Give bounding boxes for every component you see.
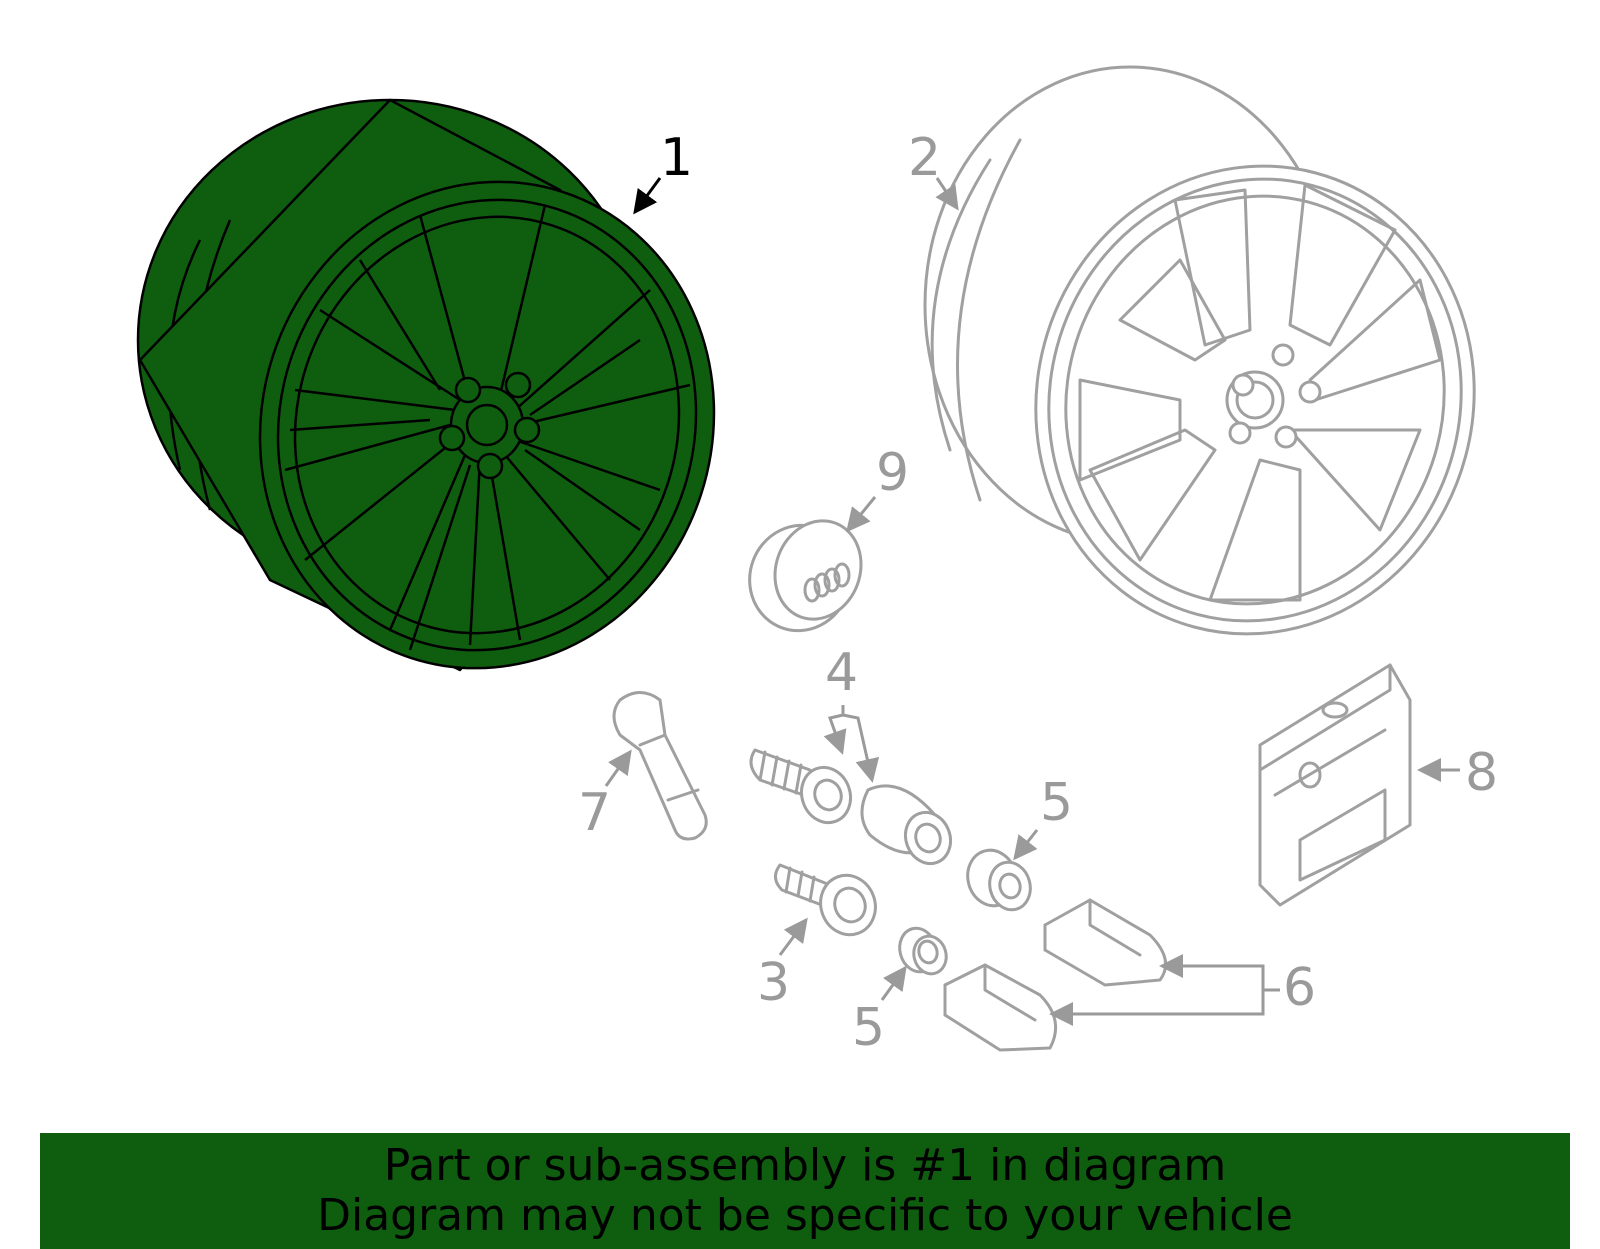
part-4-wheel-lock[interactable]: [749, 748, 958, 870]
banner-line-1: Part or sub-assembly is #1 in diagram: [383, 1140, 1227, 1191]
callout-4[interactable]: 4: [825, 643, 858, 703]
callout-labels: 1 2 9 4 7 5 8 3 6 5: [578, 128, 1498, 1058]
part-5-spacer-lower[interactable]: [895, 924, 950, 977]
part-5-spacer-upper[interactable]: [962, 845, 1036, 915]
callout-6[interactable]: 6: [1283, 958, 1316, 1018]
callout-5-upper[interactable]: 5: [1040, 773, 1073, 833]
callout-9[interactable]: 9: [876, 443, 909, 503]
banner-line-2: Diagram may not be specific to your vehi…: [317, 1190, 1293, 1241]
callout-2[interactable]: 2: [908, 128, 941, 188]
part-9-center-cap[interactable]: [735, 509, 875, 645]
callout-7[interactable]: 7: [578, 783, 611, 843]
part-3-lug-bolt[interactable]: [774, 863, 883, 942]
callout-3[interactable]: 3: [757, 953, 790, 1013]
callout-5-lower[interactable]: 5: [852, 998, 885, 1058]
part-6-weight-upper[interactable]: [1043, 898, 1168, 987]
part-1-wheel-highlighted[interactable]: [136, 98, 777, 728]
part-2-wheel[interactable]: [923, 65, 1526, 683]
parts-diagram: 1 2 9 4 7 5 8 3 6 5: [136, 65, 1526, 1058]
leader-lines: [604, 177, 1460, 1026]
callout-8[interactable]: 8: [1465, 743, 1498, 803]
part-8-label-kit[interactable]: [1258, 663, 1412, 907]
callout-1[interactable]: 1: [660, 128, 693, 188]
part-7-valve-stem[interactable]: [612, 691, 708, 841]
info-banner: Part or sub-assembly is #1 in diagram Di…: [40, 1133, 1570, 1249]
part-6-weight-lower[interactable]: [943, 963, 1058, 1052]
